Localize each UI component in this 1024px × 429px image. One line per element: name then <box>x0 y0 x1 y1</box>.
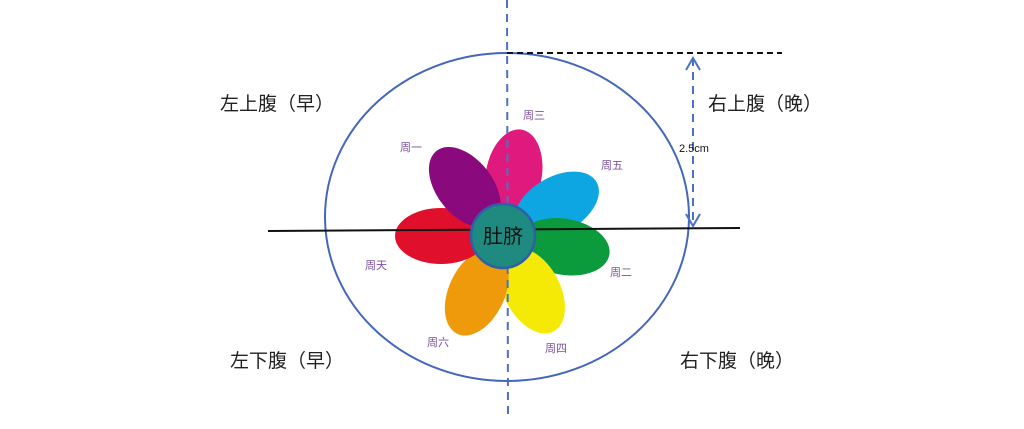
quadrant-lower-right: 右下腹（晚） <box>680 350 794 372</box>
measurement-label: 2.5cm <box>679 143 709 155</box>
petal-group <box>395 129 610 336</box>
petal-4 <box>444 248 509 336</box>
day-label-sat: 周六 <box>427 336 449 349</box>
petal-6 <box>428 147 501 228</box>
quadrant-upper-left: 左上腹（早） <box>220 93 334 115</box>
day-label-fri: 周五 <box>601 159 623 172</box>
day-label-tue: 周二 <box>610 266 632 279</box>
day-label-wed: 周三 <box>523 109 545 122</box>
day-label-sun: 周天 <box>365 259 387 272</box>
arrow-head-down-icon <box>685 213 701 228</box>
navel-label: 肚脐 <box>483 224 523 248</box>
petal-3 <box>499 248 565 334</box>
quadrant-upper-right: 右上腹（晚） <box>708 93 822 115</box>
arrow-head-up-icon <box>685 56 701 71</box>
navel-circle <box>469 202 537 270</box>
quadrant-lower-left: 左下腹（早） <box>230 350 344 372</box>
day-label-thu: 周四 <box>545 342 567 355</box>
day-label-mon: 周一 <box>400 141 422 154</box>
